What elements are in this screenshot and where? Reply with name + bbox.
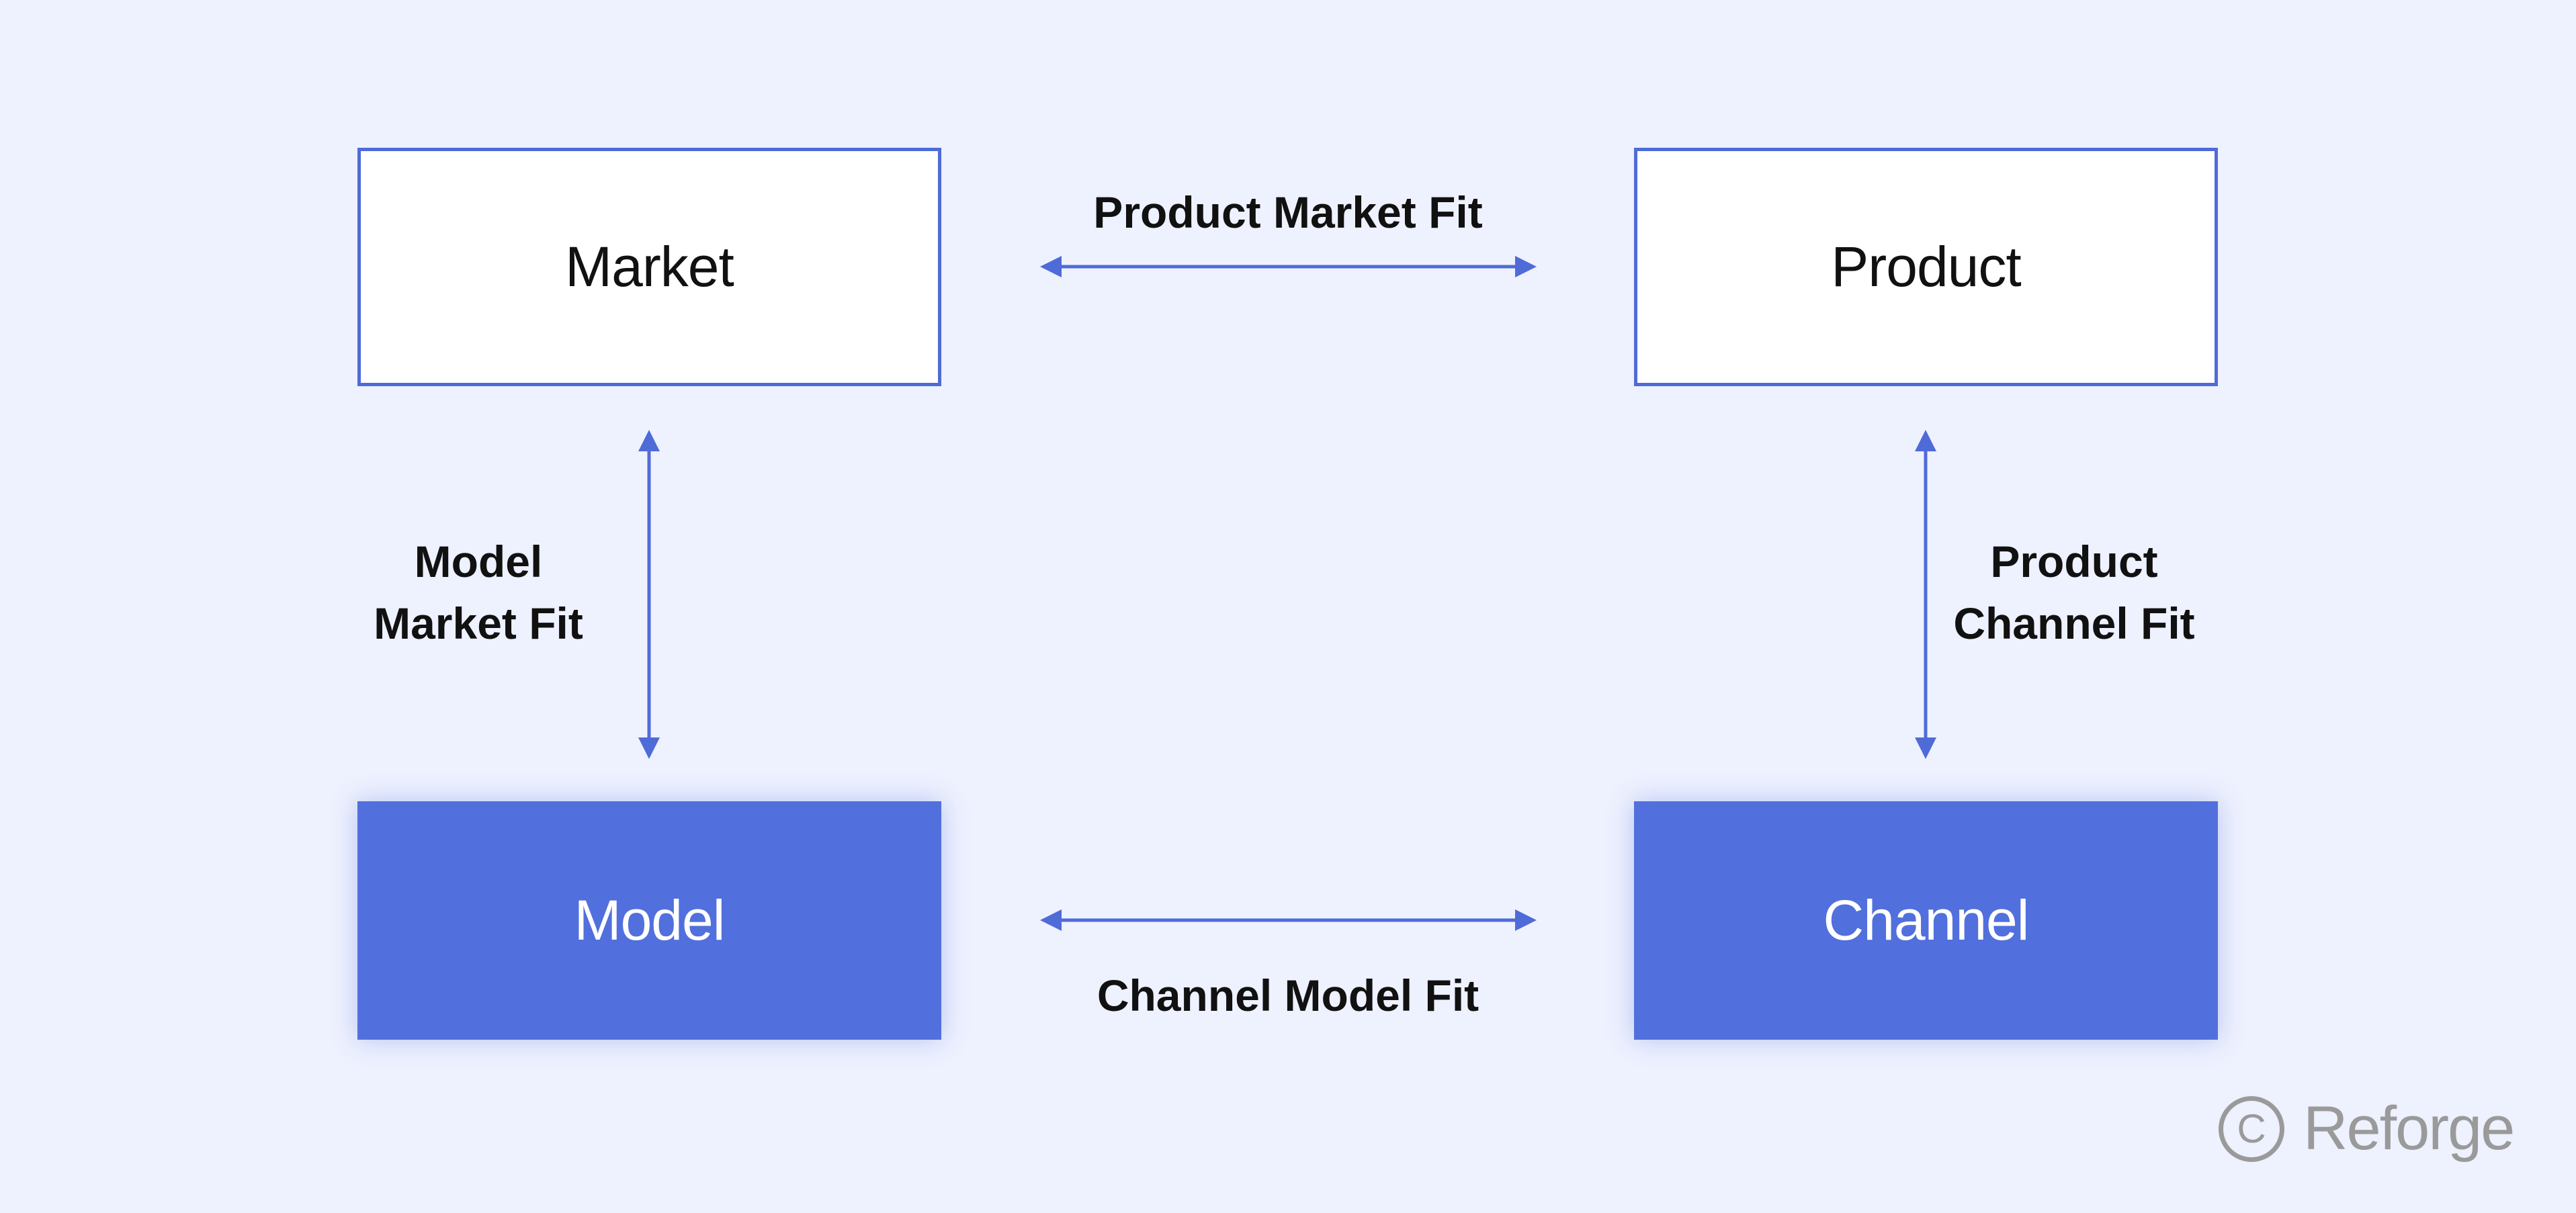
reforge-watermark: C Reforge [2219, 1093, 2515, 1164]
channel-model-fit-label: Channel Model Fit [1097, 971, 1479, 1020]
model-market-fit-label-line2: Market Fit [374, 598, 583, 648]
product-channel-fit-arrow [1915, 430, 1936, 759]
model-market-fit-label: Model Market Fit [310, 531, 646, 654]
market-node-label: Market [565, 235, 734, 298]
product-channel-fit-label-line1: Product [1990, 537, 2158, 586]
copyright-circle-icon: C [2219, 1095, 2284, 1162]
channel-model-fit-arrow [1040, 909, 1537, 931]
product-channel-fit-label: Product Channel Fit [1906, 531, 2242, 654]
product-node-label: Product [1831, 235, 2021, 298]
model-market-fit-label-line1: Model [414, 537, 543, 586]
channel-node: Channel [1634, 801, 2218, 1040]
model-market-fit-arrow [638, 430, 660, 759]
product-market-fit-arrow [1040, 256, 1537, 277]
model-node: Model [357, 801, 941, 1040]
channel-node-label: Channel [1823, 889, 2030, 952]
product-channel-fit-label-line2: Channel Fit [1953, 598, 2195, 648]
watermark-brand: Reforge [2303, 1094, 2515, 1163]
market-node: Market [357, 148, 941, 386]
model-node-label: Model [574, 889, 726, 952]
product-node: Product [1634, 148, 2218, 386]
product-market-fit-label: Product Market Fit [1093, 187, 1483, 237]
